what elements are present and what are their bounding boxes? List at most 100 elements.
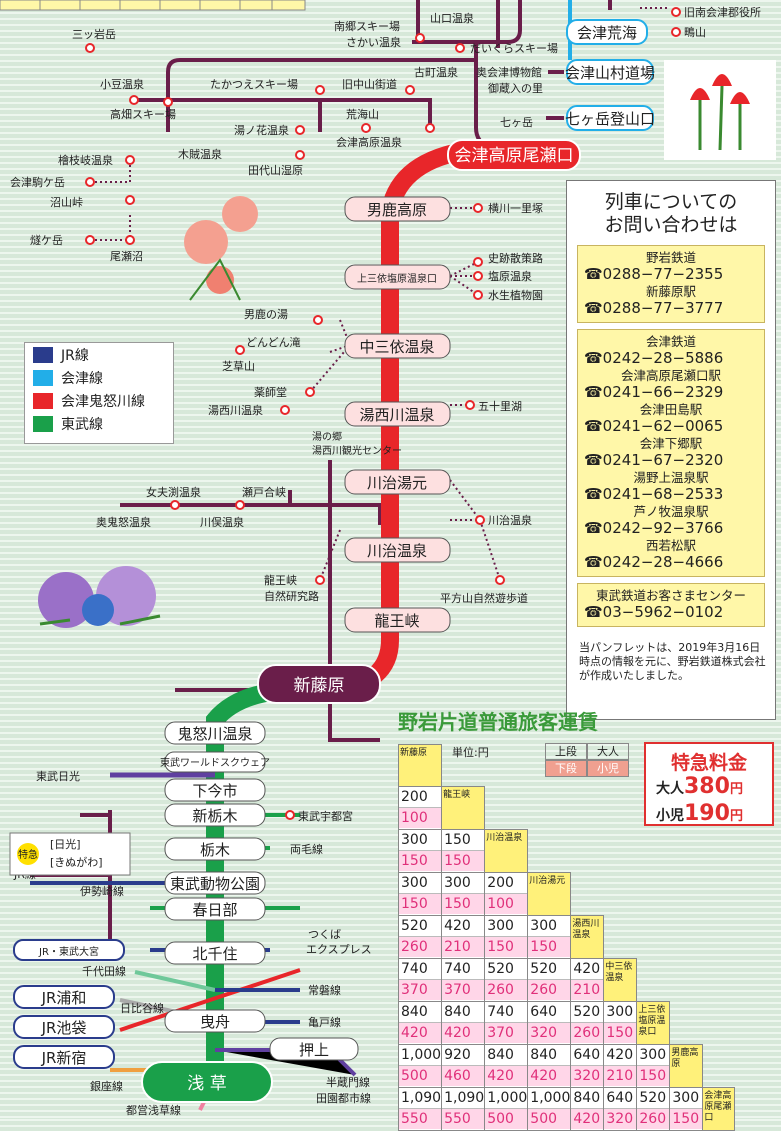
fare-adult: 640 <box>573 1047 601 1063</box>
station-jr-urawa[interactable]: JR浦和 <box>13 985 115 1009</box>
legend-swatch-jr <box>33 346 53 363</box>
svg-text:龍王峡: 龍王峡 <box>374 612 419 630</box>
legend-row: 東武線 <box>33 412 173 435</box>
fare-adult: 300 <box>639 1047 667 1063</box>
svg-text:尾瀬沼: 尾瀬沼 <box>110 249 143 263</box>
station-kinugawa[interactable]: 鬼怒川温泉 <box>164 721 266 745</box>
fare-adult: 640 <box>530 1004 558 1020</box>
svg-text:どんどん滝: どんどん滝 <box>246 336 301 349</box>
svg-text:JR・東武大宮: JR・東武大宮 <box>38 945 99 958</box>
svg-text:会津駒ケ岳: 会津駒ケ岳 <box>10 176 65 189</box>
station-nanatsugatake[interactable]: 七ヶ岳登山口 <box>565 105 655 131</box>
svg-text:下今市: 下今市 <box>192 782 237 800</box>
cosmos-illustration <box>184 196 258 301</box>
fare-adult: 520 <box>530 961 558 977</box>
svg-text:会津山村道場: 会津山村道場 <box>565 64 655 82</box>
svg-text:檜枝岐温泉: 檜枝岐温泉 <box>58 153 113 167</box>
fare-adult: 520 <box>573 1004 601 1020</box>
svg-text:新藤原: 新藤原 <box>294 676 345 696</box>
svg-text:JR池袋: JR池袋 <box>41 1019 87 1037</box>
station-shimoimaichi[interactable]: 下今市 <box>164 778 266 802</box>
legend-swatch-yagan <box>33 392 53 409</box>
station-ryuokyo[interactable]: 龍王峡 <box>344 607 451 633</box>
fare-adult: 1,090 <box>444 1090 485 1106</box>
fare-child: 150 <box>442 850 485 871</box>
fare-adult: 300 <box>530 918 558 934</box>
fare-child: 320 <box>571 1065 604 1086</box>
station-shin-tochigi[interactable]: 新栃木 <box>164 803 266 827</box>
station-jr-tobu-omiya[interactable]: JR・東武大宮 <box>13 939 125 961</box>
svg-text:[きぬがわ]: [きぬがわ] <box>50 855 103 869</box>
station-yunishigawa[interactable]: 湯西川温泉 <box>344 401 451 427</box>
hydrangea-illustration <box>38 566 161 628</box>
svg-text:旧中山街道: 旧中山街道 <box>342 77 397 91</box>
svg-text:中三依温泉: 中三依温泉 <box>359 338 434 356</box>
station-naka-miyori[interactable]: 中三依温泉 <box>344 333 451 359</box>
station-tochigi[interactable]: 栃木 <box>164 837 266 861</box>
svg-text:三ッ岩岳: 三ッ岩岳 <box>72 27 116 41</box>
station-shin-fujiwara[interactable]: 新藤原 <box>257 664 381 704</box>
fare-adult: 840 <box>530 1047 558 1063</box>
fare-child: 150 <box>604 1022 637 1043</box>
svg-text:鴫山: 鴫山 <box>684 25 706 39</box>
svg-text:御蔵入の里: 御蔵入の里 <box>488 81 543 95</box>
inquiry-panel: 列車についてのお問い合わせは 野岩鉄道☎0288−77−2355 新藤原駅☎02… <box>566 180 776 720</box>
svg-text:川治温泉: 川治温泉 <box>488 513 532 527</box>
fare-station-header: 新藤原 <box>397 744 443 787</box>
legend-row: 会津線 <box>33 366 173 389</box>
station-oshiage[interactable]: 押上 <box>269 1037 359 1061</box>
inquiry-title: 列車についてのお問い合わせは <box>604 191 738 236</box>
fare-adult: 420 <box>444 918 471 934</box>
svg-text:だいくらスキー場: だいくらスキー場 <box>470 42 558 55</box>
station-kasukabe[interactable]: 春日部 <box>164 897 266 921</box>
legend-row: 会津鬼怒川線 <box>33 389 173 412</box>
svg-text:高畑スキー場: 高畑スキー場 <box>110 107 176 121</box>
station-kami-miyori[interactable]: 上三依塩原温泉口 <box>344 264 451 290</box>
station-aizu-sanson[interactable]: 会津山村道場 <box>565 59 655 85</box>
station-kitasenju[interactable]: 北千住 <box>164 941 266 965</box>
svg-text:春日部: 春日部 <box>192 901 237 919</box>
fare-child: 210 <box>442 936 485 957</box>
station-jr-shinjuku[interactable]: JR新宿 <box>13 1045 115 1069</box>
station-tobu-world[interactable]: 東武ワールドスクウェア <box>160 751 270 773</box>
fare-child: 210 <box>571 979 604 1000</box>
station-kawaji-onsen[interactable]: 川治温泉 <box>344 537 451 563</box>
fare-child: 150 <box>399 893 442 914</box>
fare-adult: 420 <box>573 961 601 977</box>
fare-adult: 840 <box>573 1090 601 1106</box>
station-kawaji-yumoto[interactable]: 川治湯元 <box>344 469 451 495</box>
fare-child: 370 <box>485 1022 528 1043</box>
svg-text:川治湯元: 川治湯元 <box>367 474 427 492</box>
station-jr-ikebukuro[interactable]: JR池袋 <box>13 1015 115 1039</box>
fare-adult: 300 <box>401 832 428 848</box>
svg-text:つくば: つくば <box>308 928 341 941</box>
station-oshika-kogen[interactable]: 男鹿高原 <box>344 196 451 222</box>
station-aizu-arakai[interactable]: 会津荒海 <box>566 19 648 45</box>
svg-text:東武宇都宮: 東武宇都宮 <box>298 809 353 823</box>
fare-child: 500 <box>399 1065 442 1086</box>
station-asakusa[interactable]: 浅 草 <box>141 1061 273 1103</box>
station-aizu-kogen-oze[interactable]: 会津高原尾瀬口 <box>447 139 581 171</box>
fare-adult: 520 <box>401 918 428 934</box>
fare-child: 370 <box>442 979 485 1000</box>
fare-child: 100 <box>485 893 528 914</box>
station-hikifune[interactable]: 曳舟 <box>164 1009 266 1033</box>
fare-adult: 840 <box>444 1004 471 1020</box>
station-tobu-zoo[interactable]: 東武動物公園 <box>164 871 266 895</box>
svg-text:JR浦和: JR浦和 <box>41 989 87 1007</box>
svg-text:芝草山: 芝草山 <box>222 360 255 373</box>
